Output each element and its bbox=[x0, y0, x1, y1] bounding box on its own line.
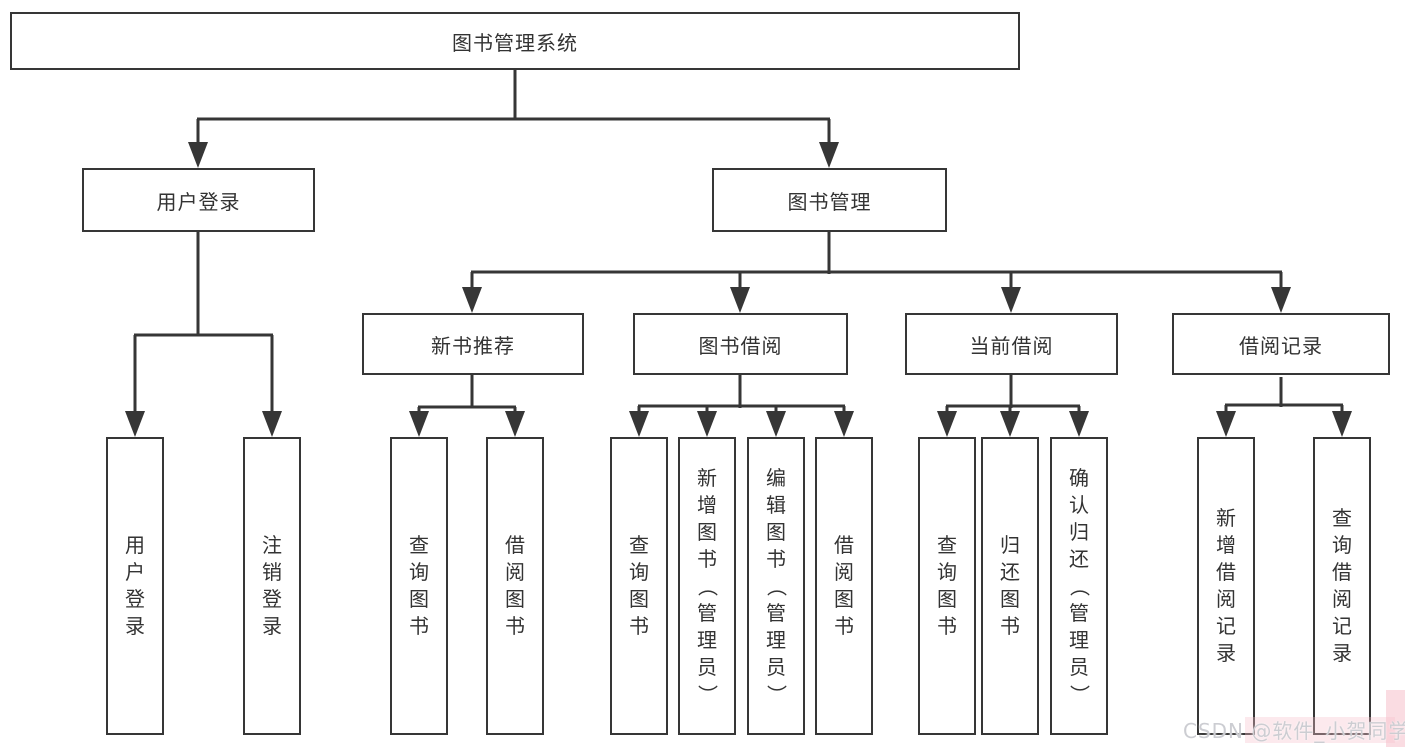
node-borrowing-records: 借阅记录 bbox=[1172, 313, 1390, 375]
watermark-pink-patch bbox=[1386, 690, 1405, 747]
leaf-borrowing-edit-books-admin: 编辑图书（管理员） bbox=[747, 437, 805, 735]
leaf-user-login: 用户登录 bbox=[106, 437, 164, 735]
leaf-records-add-record: 新增借阅记录 bbox=[1197, 437, 1255, 735]
node-library-management-system: 图书管理系统 bbox=[10, 12, 1020, 70]
leaf-borrowing-borrow-books: 借阅图书 bbox=[815, 437, 873, 735]
leaf-logout: 注销登录 bbox=[243, 437, 301, 735]
node-book-borrowing: 图书借阅 bbox=[633, 313, 848, 375]
leaf-recommend-query-books: 查询图书 bbox=[390, 437, 448, 735]
csdn-watermark: CSDN @软件_小贺同学 bbox=[1183, 719, 1405, 743]
watermark-pink-band bbox=[1245, 717, 1395, 743]
leaf-current-confirm-return-admin: 确认归还（管理员） bbox=[1050, 437, 1108, 735]
leaf-borrowing-add-books-admin: 新增图书（管理员） bbox=[678, 437, 736, 735]
node-current-borrowing: 当前借阅 bbox=[905, 313, 1118, 375]
node-user-login: 用户登录 bbox=[82, 168, 315, 232]
node-book-management: 图书管理 bbox=[712, 168, 947, 232]
leaf-current-query-books: 查询图书 bbox=[918, 437, 976, 735]
leaf-current-return-books: 归还图书 bbox=[981, 437, 1039, 735]
leaf-recommend-borrow-books: 借阅图书 bbox=[486, 437, 544, 735]
leaf-records-query-record: 查询借阅记录 bbox=[1313, 437, 1371, 735]
leaf-borrowing-query-books: 查询图书 bbox=[610, 437, 668, 735]
node-new-book-recommendation: 新书推荐 bbox=[362, 313, 584, 375]
